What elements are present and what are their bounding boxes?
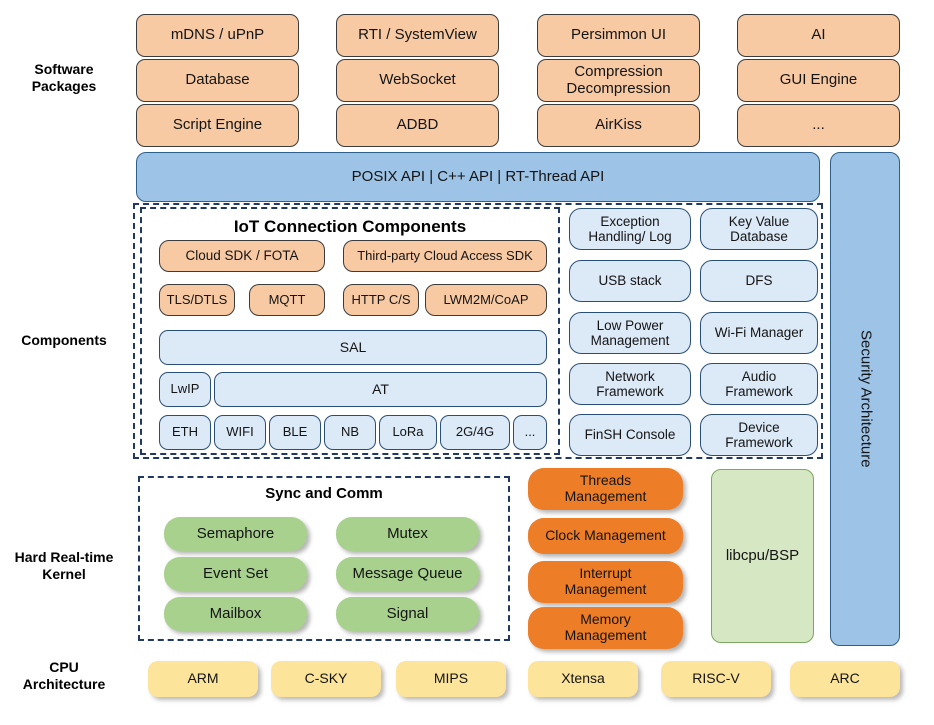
component-box[interactable]: Low Power Management <box>569 312 691 354</box>
kernel-management-box[interactable]: Memory Management <box>528 607 683 649</box>
iot-connection-components-title: IoT Connection Components <box>233 217 467 236</box>
component-box[interactable]: DFS <box>700 260 818 302</box>
libcpu-bsp-box[interactable]: libcpu/BSP <box>711 469 814 643</box>
cpu-arch-box[interactable]: Xtensa <box>528 661 638 697</box>
api-bar[interactable]: POSIX API | C++ API | RT-Thread API <box>136 152 820 202</box>
kernel-sync-box[interactable]: Event Set <box>164 557 307 591</box>
bearer-box[interactable]: LoRa <box>379 415 437 450</box>
package-box[interactable]: mDNS / uPnP <box>136 14 299 57</box>
lwip-box[interactable]: LwIP <box>159 372 211 407</box>
section-label-software-packages: Software Packages <box>31 60 97 95</box>
bearer-box[interactable]: 2G/4G <box>440 415 510 450</box>
kernel-sync-box[interactable]: Signal <box>336 597 479 631</box>
iot-box[interactable]: MQTT <box>249 284 325 316</box>
component-box[interactable]: Device Framework <box>700 414 818 456</box>
security-architecture-column[interactable]: Security Architecture <box>830 152 900 646</box>
cpu-arch-box[interactable]: C-SKY <box>271 661 381 697</box>
cpu-arch-box[interactable]: ARM <box>148 661 258 697</box>
component-box[interactable]: Network Framework <box>569 363 691 405</box>
bearer-box[interactable]: WIFI <box>214 415 266 450</box>
package-box[interactable]: ... <box>737 104 900 147</box>
bearer-box[interactable]: ... <box>513 415 547 450</box>
package-box[interactable]: GUI Engine <box>737 59 900 102</box>
component-box[interactable]: Wi-Fi Manager <box>700 312 818 354</box>
cpu-arch-box[interactable]: RISC-V <box>661 661 771 697</box>
kernel-sync-box[interactable]: Mailbox <box>164 597 307 631</box>
iot-box[interactable]: Cloud SDK / FOTA <box>159 240 325 272</box>
component-box[interactable]: Exception Handling/ Log <box>569 208 691 250</box>
kernel-management-box[interactable]: Clock Management <box>528 518 683 554</box>
iot-box[interactable]: HTTP C/S <box>343 284 419 316</box>
kernel-sync-box[interactable]: Message Queue <box>336 557 479 591</box>
iot-box[interactable]: LWM2M/CoAP <box>425 284 547 316</box>
section-label-cpu-architecture: CPU Architecture <box>22 658 106 693</box>
package-box[interactable]: Database <box>136 59 299 102</box>
package-box[interactable]: ADBD <box>336 104 499 147</box>
bearer-box[interactable]: BLE <box>269 415 321 450</box>
cpu-arch-box[interactable]: MIPS <box>396 661 506 697</box>
components-group-frame <box>133 203 823 459</box>
iot-box[interactable]: Third-party Cloud Access SDK <box>343 240 547 272</box>
kernel-sync-box[interactable]: Semaphore <box>164 517 307 551</box>
sync-and-comm-frame: Sync and Comm <box>138 476 510 641</box>
component-box[interactable]: USB stack <box>569 260 691 302</box>
package-box[interactable]: RTI / SystemView <box>336 14 499 57</box>
at-box[interactable]: AT <box>214 372 547 407</box>
sal-box[interactable]: SAL <box>159 330 547 365</box>
bearer-box[interactable]: ETH <box>159 415 211 450</box>
package-box[interactable]: WebSocket <box>336 59 499 102</box>
kernel-management-box[interactable]: Threads Management <box>528 468 683 510</box>
component-box[interactable]: Key Value Database <box>700 208 818 250</box>
iot-box[interactable]: TLS/DTLS <box>159 284 235 316</box>
package-box[interactable]: Script Engine <box>136 104 299 147</box>
kernel-sync-box[interactable]: Mutex <box>336 517 479 551</box>
component-box[interactable]: Audio Framework <box>700 363 818 405</box>
cpu-arch-box[interactable]: ARC <box>790 661 900 697</box>
package-box[interactable]: Compression Decompression <box>537 59 700 102</box>
package-box[interactable]: Persimmon UI <box>537 14 700 57</box>
iot-connection-components-frame: IoT Connection Components <box>140 207 560 455</box>
section-label-kernel: Hard Real-time Kernel <box>14 548 114 583</box>
security-architecture-label: Security Architecture <box>857 330 875 468</box>
section-label-components: Components <box>21 332 107 349</box>
package-box[interactable]: AirKiss <box>537 104 700 147</box>
sync-and-comm-title: Sync and Comm <box>265 485 383 502</box>
bearer-box[interactable]: NB <box>324 415 376 450</box>
kernel-management-box[interactable]: Interrupt Management <box>528 561 683 603</box>
component-box[interactable]: FinSH Console <box>569 414 691 456</box>
package-box[interactable]: AI <box>737 14 900 57</box>
